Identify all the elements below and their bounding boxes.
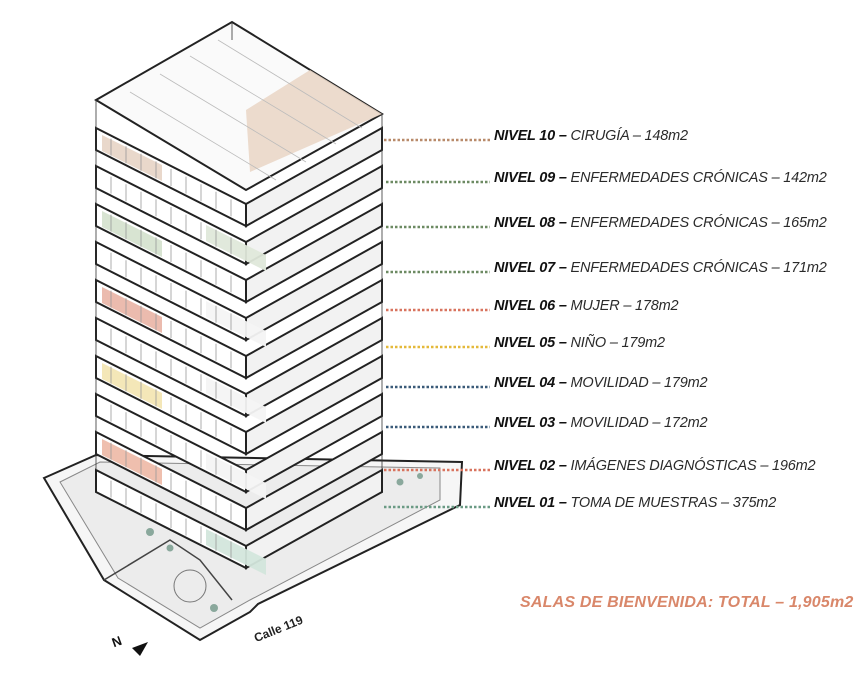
level-area: 178m2 (635, 298, 679, 314)
level-number: NIVEL 10 (494, 128, 555, 144)
level-function: ENFERMEDADES CRÓNICAS (570, 170, 768, 186)
level-function: IMÁGENES DIAGNÓSTICAS (570, 458, 757, 474)
level-number: NIVEL 04 (494, 375, 555, 391)
level-function: MOVILIDAD (570, 415, 649, 431)
level-label: NIVEL 03 – MOVILIDAD – 172m2 (494, 415, 708, 431)
separator: – (767, 215, 784, 231)
level-area: 179m2 (664, 375, 708, 391)
level-area: 165m2 (783, 215, 827, 231)
separator: – (555, 298, 571, 314)
floor-plates (95, 126, 383, 575)
level-label: NIVEL 09 – ENFERMEDADES CRÓNICAS – 142m2 (494, 170, 827, 186)
level-number: NIVEL 06 (494, 298, 555, 314)
separator: – (555, 335, 571, 351)
level-area: 142m2 (783, 170, 827, 186)
level-label: NIVEL 08 – ENFERMEDADES CRÓNICAS – 165m2 (494, 215, 827, 231)
separator: – (619, 298, 636, 314)
level-number: NIVEL 03 (494, 415, 555, 431)
floor-plate (95, 202, 383, 304)
floor-zone (102, 287, 162, 333)
floor-zone (102, 211, 162, 257)
floor-plate (95, 468, 383, 575)
level-function: MUJER (570, 298, 620, 314)
level-number: NIVEL 09 (494, 170, 555, 186)
separator: – (555, 458, 571, 474)
level-area: 196m2 (772, 458, 816, 474)
level-label: NIVEL 10 – CIRUGÍA – 148m2 (494, 128, 688, 144)
separator: – (555, 415, 571, 431)
separator: – (767, 260, 784, 276)
floor-plate (95, 316, 383, 423)
floor-zone (206, 377, 266, 423)
level-label: NIVEL 05 – NIÑO – 179m2 (494, 335, 665, 351)
floor-zone (206, 301, 266, 347)
floor-zone (206, 453, 266, 499)
level-function: ENFERMEDADES CRÓNICAS (570, 260, 768, 276)
level-label: NIVEL 06 – MUJER – 178m2 (494, 298, 679, 314)
separator: – (605, 335, 622, 351)
leader-lines (384, 138, 490, 509)
floor-plate (95, 354, 383, 456)
level-number: NIVEL 07 (494, 260, 555, 276)
level-function: ENFERMEDADES CRÓNICAS (570, 215, 768, 231)
level-label: NIVEL 04 – MOVILIDAD – 179m2 (494, 375, 708, 391)
floor-zone (102, 439, 162, 485)
level-label: NIVEL 07 – ENFERMEDADES CRÓNICAS – 171m2 (494, 260, 827, 276)
separator: – (555, 170, 571, 186)
floor-plate (95, 430, 383, 532)
level-label: NIVEL 02 – IMÁGENES DIAGNÓSTICAS – 196m2 (494, 458, 816, 474)
floor-zone (206, 529, 266, 575)
separator: – (555, 375, 571, 391)
floor-zone (102, 363, 162, 409)
level-function: CIRUGÍA (570, 128, 630, 144)
separator: – (717, 495, 733, 511)
level-number: NIVEL 02 (494, 458, 555, 474)
separator: – (756, 458, 773, 474)
separator: – (555, 128, 571, 144)
separator: – (555, 215, 571, 231)
level-number: NIVEL 05 (494, 335, 555, 351)
north-arrow-icon (132, 642, 148, 656)
separator: – (555, 495, 571, 511)
floor-zone (102, 135, 162, 181)
level-area: 172m2 (664, 415, 708, 431)
level-number: NIVEL 01 (494, 495, 555, 511)
level-number: NIVEL 08 (494, 215, 555, 231)
floor-zone (206, 225, 266, 271)
level-area: 179m2 (621, 335, 666, 351)
level-function: MOVILIDAD (570, 375, 649, 391)
separator: – (648, 415, 665, 431)
floor-plate (95, 126, 383, 228)
separator: – (629, 128, 645, 144)
level-label: NIVEL 01 – TOMA DE MUESTRAS – 375m2 (494, 495, 776, 511)
level-function: NIÑO (570, 335, 607, 351)
separator: – (555, 260, 571, 276)
level-area: 375m2 (732, 495, 777, 511)
level-area: 148m2 (644, 128, 689, 144)
level-area: 171m2 (783, 260, 827, 276)
separator: – (648, 375, 665, 391)
level-function: TOMA DE MUESTRAS (570, 495, 718, 511)
separator: – (767, 170, 784, 186)
total-summary: SALAS DE BIENVENIDA: TOTAL – 1,905m2 (520, 594, 854, 611)
structure-lines (95, 22, 383, 470)
